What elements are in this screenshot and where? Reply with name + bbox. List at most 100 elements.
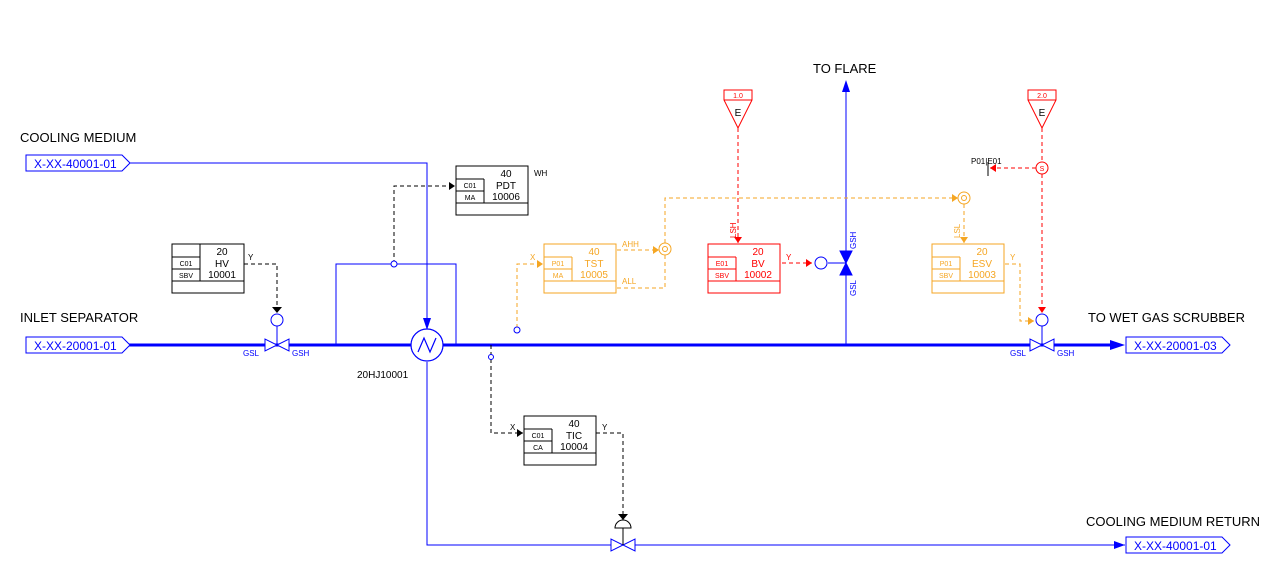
tst-code-1: P01 [552,261,565,268]
label-to-wet-gas-scrubber: TO WET GAS SCRUBBER [1088,310,1245,325]
tst-all: ALL [622,277,637,286]
hv-signal-arrow [272,307,282,313]
tic-type: TIC [566,431,582,442]
tic-number: 10004 [560,442,588,453]
pdt-tap-icon [390,260,398,268]
esv-y: Y [1010,253,1016,262]
return-arrow [1114,541,1125,549]
bv-valve-icon[interactable] [814,250,853,276]
pdt-code-1: C01 [464,183,477,190]
hv-type: HV [215,259,229,270]
esv-lsl-arrow [960,237,968,243]
esv-lsl: LSL [953,223,962,238]
tst-code-2: MA [553,273,564,280]
bv-lsh: LSH [729,222,738,238]
bv-area: 20 [752,247,764,258]
esv-gsh: GSH [1057,349,1075,358]
pdt-type: PDT [496,181,516,192]
tic-x: X [510,423,516,432]
flag-inlet-text: X-XX-20001-01 [34,339,117,353]
bv-type: BV [751,259,765,270]
flag-cooling-out-text: X-XX-40001-01 [1134,539,1217,553]
tst-x: X [530,253,536,262]
tic-code-1: C01 [532,433,545,440]
tst-tap-icon [513,326,521,334]
tst-ahh: AHH [622,240,639,249]
instrument-tst[interactable]: P01 MA 40 TST 10005 [543,243,617,294]
svg-text:S: S [1040,166,1045,173]
flag-outlet-text: X-XX-20001-03 [1134,339,1217,353]
hv-number: 10001 [208,270,236,281]
esv-esd-arrow [1038,307,1046,313]
esd-right[interactable]: 2.0 E [1027,89,1057,130]
esv-type: ESV [972,259,992,270]
heat-exchanger-icon[interactable] [410,328,444,362]
label-inlet-separator: INLET SEPARATOR [20,310,138,325]
p01e01-arrow [990,164,996,172]
esv-output-arrow [1028,317,1034,325]
esv-logic-icon [957,191,971,205]
bv-number: 10002 [744,270,772,281]
flag-outlet[interactable]: X-XX-20001-03 [1125,336,1231,354]
tic-signal-arrow [517,429,523,437]
p01e01-label: P01|E01 [971,157,1002,166]
hv-gsl: GSL [243,349,260,358]
cooling-return-line [426,362,1125,546]
hv-code-1: C01 [180,261,193,268]
pdt-number: 10006 [492,192,520,203]
tic-output-arrow [618,514,628,520]
bv-code-1: E01 [716,261,729,268]
tst-logic-icon [658,242,672,256]
bv-code-2: SBV [715,273,729,280]
instrument-tic[interactable]: C01 CA 40 TIC 10004 [523,415,597,466]
esv-number: 10003 [968,270,996,281]
pdt-signal-arrow [449,182,455,190]
tst-ahh-arrow [653,246,659,254]
esd-logic-icon: S [1035,161,1049,175]
bv-gsh: GSH [849,231,858,249]
cooling-supply-line [128,162,428,330]
flag-cooling-in-text: X-XX-40001-01 [34,157,117,171]
tic-y: Y [602,423,608,432]
instrument-bv[interactable]: E01 SBV 20 BV 10002 [707,243,781,294]
flag-inlet[interactable]: X-XX-20001-01 [25,336,131,354]
instrument-pdt[interactable]: C01 MA 40 PDT 10006 [455,165,529,216]
tst-number: 10005 [580,270,608,281]
pdt-note: WH [534,169,548,178]
hv-code-2: SBV [179,273,193,280]
tic-control-valve-icon[interactable] [610,519,636,552]
instrument-esv[interactable]: P01 SBV 20 ESV 10003 [931,243,1005,294]
hv-area: 20 [216,247,228,258]
tst-area: 40 [588,247,600,258]
esd-right-level: 2.0 [1037,93,1047,100]
bv-y: Y [786,253,792,262]
hv-gsh: GSH [292,349,310,358]
flag-cooling-out[interactable]: X-XX-40001-01 [1125,536,1231,554]
signal-lines-orange [516,197,1034,328]
tst-type: TST [585,259,604,270]
outlet-arrow [1110,340,1125,350]
label-to-flare: TO FLARE [813,61,877,76]
bv-esd-arrow [734,237,742,243]
tic-code-2: CA [533,445,543,452]
cooling-arrow [423,318,431,330]
esv-code-2: SBV [939,273,953,280]
esd-left[interactable]: 1.0 E [723,89,753,130]
hv-y: Y [248,253,254,262]
esv-gsl: GSL [1010,349,1027,358]
pdt-code-2: MA [465,195,476,202]
label-cooling-medium-return: COOLING MEDIUM RETURN [1086,514,1260,529]
esd-left-level: 1.0 [733,93,743,100]
instrument-hv[interactable]: C01 SBV 20 HV 10001 [171,243,245,294]
tst-input-arrow [537,260,543,268]
signal-lines-black [244,185,624,520]
flag-cooling-in[interactable]: X-XX-40001-01 [25,154,131,172]
bv-gsl: GSL [849,279,858,296]
hv-valve-icon[interactable] [264,313,290,352]
pdt-area: 40 [500,169,512,180]
esv-valve-icon[interactable] [1029,313,1055,352]
esv-code-1: P01 [940,261,953,268]
esv-area: 20 [976,247,988,258]
tic-area: 40 [568,419,580,430]
